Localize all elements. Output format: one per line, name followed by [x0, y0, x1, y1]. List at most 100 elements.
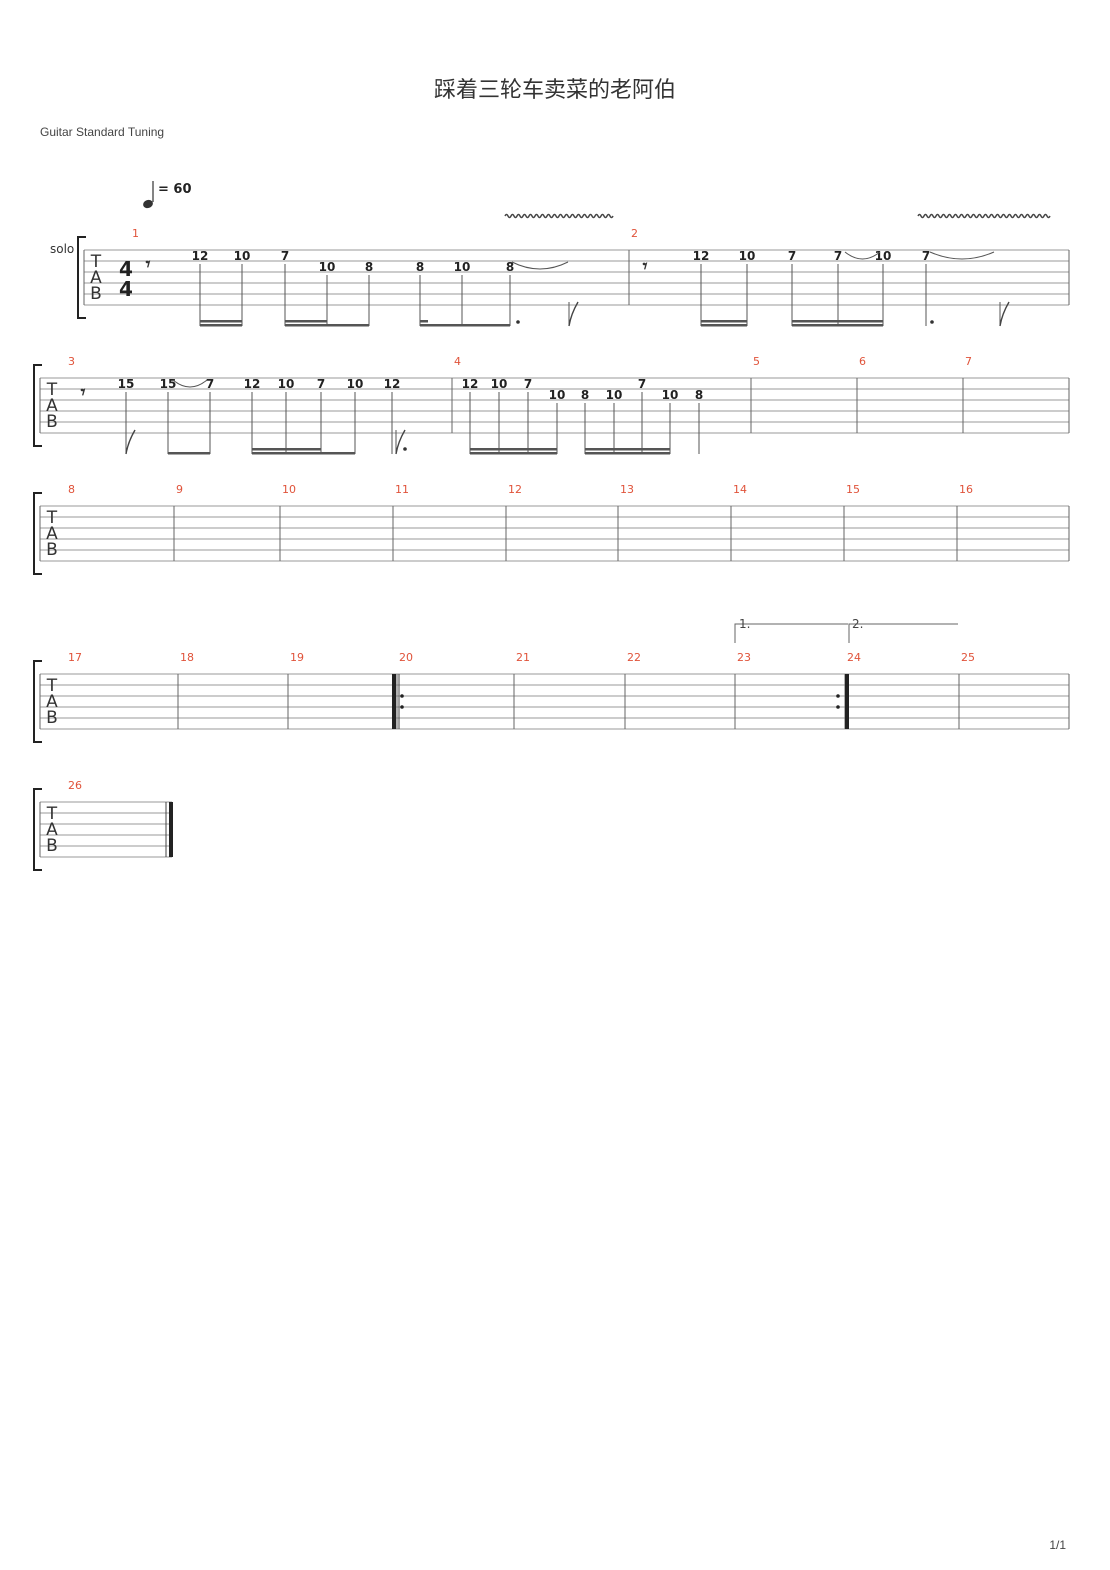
note-flag: [395, 429, 406, 455]
note-beam: [701, 324, 747, 327]
fret-number: 7: [638, 377, 646, 391]
repeat-dot: [400, 694, 404, 698]
note-beam: [585, 452, 670, 455]
measure-number: 7: [965, 355, 972, 368]
tab-clef-letter: B: [46, 412, 58, 432]
fret-number: 8: [416, 260, 424, 274]
tab-clef-letter: B: [46, 540, 58, 560]
system-bracket: [33, 364, 42, 447]
measure-number: 16: [959, 483, 973, 496]
measure-number: 4: [454, 355, 461, 368]
fret-number: 7: [788, 249, 796, 263]
note-beam: [470, 452, 557, 455]
time-signature-top: 4: [119, 257, 133, 281]
dotted-note-dot: [516, 320, 520, 324]
note-beam: [420, 324, 510, 327]
fret-number: 10: [606, 388, 623, 402]
fret-number: 7: [524, 377, 532, 391]
repeat-end-thick-bar: [845, 674, 849, 729]
fret-number: 12: [244, 377, 261, 391]
tuning-label: Guitar Standard Tuning: [40, 125, 165, 139]
repeat-dot: [400, 705, 404, 709]
fret-number: 7: [206, 377, 214, 391]
note-beam: [252, 448, 321, 451]
note-flag: [568, 301, 579, 327]
tab-clef-letter: T: [90, 252, 102, 272]
measure-number: 26: [68, 779, 82, 792]
fret-number: 8: [365, 260, 373, 274]
measure-number: 3: [68, 355, 75, 368]
note-beam: [200, 324, 242, 327]
fret-number: 7: [317, 377, 325, 391]
fret-number: 8: [581, 388, 589, 402]
tie-arc: [929, 251, 995, 260]
tab-clef-letter: A: [90, 268, 102, 288]
vibrato-marking: [917, 213, 1051, 219]
measure-number: 25: [961, 651, 975, 664]
fret-number: 7: [922, 249, 930, 263]
note-beam: [420, 320, 428, 323]
fret-number: 10: [491, 377, 508, 391]
note-beam: [701, 320, 747, 323]
fret-number: 12: [384, 377, 401, 391]
page-number: 1/1: [1049, 1538, 1066, 1552]
vibrato-marking: [504, 213, 614, 219]
measure-number: 13: [620, 483, 634, 496]
system-bracket: [33, 788, 42, 871]
system-bracket: [33, 660, 42, 743]
volta-bracket-1: [734, 623, 848, 643]
fret-number: 7: [281, 249, 289, 263]
volta-label: 2.: [852, 617, 863, 631]
system-bracket: [33, 492, 42, 575]
measure-number: 2: [631, 227, 638, 240]
measure-number: 17: [68, 651, 82, 664]
fret-number: 10: [454, 260, 471, 274]
tab-clef-letter: T: [46, 676, 58, 696]
measure-number: 19: [290, 651, 304, 664]
note-beam: [200, 320, 242, 323]
tie-arc: [511, 261, 569, 270]
note-beam: [792, 320, 883, 323]
tab-clef-letter: T: [46, 804, 58, 824]
fret-number: 12: [192, 249, 209, 263]
tab-clef-letter: T: [46, 380, 58, 400]
fret-number: 8: [506, 260, 514, 274]
volta-bracket-2: [848, 623, 958, 643]
tab-clef-letter: B: [46, 836, 58, 856]
tempo-value: = 60: [158, 182, 192, 197]
tab-clef-letter: B: [90, 284, 102, 304]
tab-clef-letter: A: [46, 692, 58, 712]
final-thick-bar: [169, 802, 173, 857]
note-beam: [792, 324, 883, 327]
dotted-note-dot: [403, 447, 407, 451]
measure-number: 14: [733, 483, 747, 496]
tab-clef-letter: B: [46, 708, 58, 728]
tab-clef-letter: A: [46, 524, 58, 544]
tie-arc: [844, 251, 881, 260]
note-flag: [125, 429, 136, 455]
note-beam: [470, 448, 557, 451]
measure-number: 20: [399, 651, 413, 664]
fret-number: 7: [834, 249, 842, 263]
fret-number: 10: [739, 249, 756, 263]
measure-number: 9: [176, 483, 183, 496]
measure-number: 5: [753, 355, 760, 368]
measure-number: 22: [627, 651, 641, 664]
track-label: solo: [50, 242, 74, 256]
measure-number: 8: [68, 483, 75, 496]
eighth-rest-icon: 𝄾: [146, 254, 151, 275]
system-bracket: [77, 236, 86, 319]
measure-number: 15: [846, 483, 860, 496]
fret-number: 15: [118, 377, 135, 391]
tab-clef-letter: T: [46, 508, 58, 528]
note-beam: [585, 448, 670, 451]
repeat-start-thick-bar: [392, 674, 396, 729]
fret-number: 10: [662, 388, 679, 402]
tab-clef-letter: A: [46, 820, 58, 840]
fret-number: 12: [462, 377, 479, 391]
measure-number: 10: [282, 483, 296, 496]
measure-number: 6: [859, 355, 866, 368]
note-beam: [285, 320, 327, 323]
measure-number: 1: [132, 227, 139, 240]
fret-number: 10: [234, 249, 251, 263]
